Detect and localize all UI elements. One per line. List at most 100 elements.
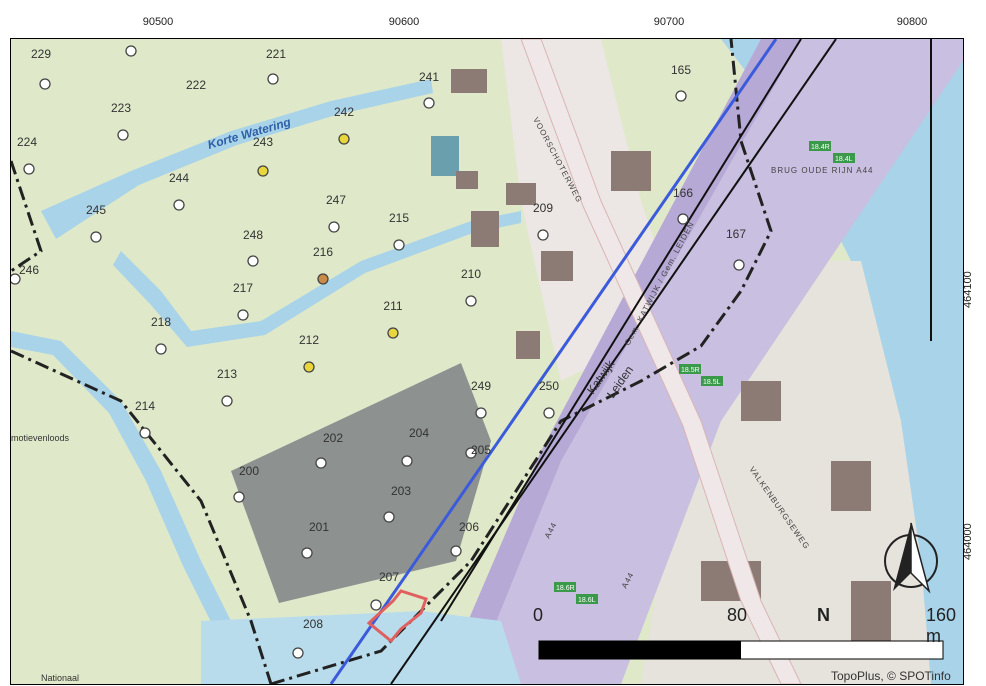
point-214[interactable]: 214 [135, 399, 155, 439]
point-marker [173, 199, 185, 211]
building-1 [451, 69, 487, 93]
point-label: 250 [539, 379, 559, 393]
point-217[interactable]: 217 [233, 281, 253, 321]
sign-box [809, 141, 831, 151]
points-layer: 229 221 222 223 224 241 165 242 243 244 245 246 247 2… [11, 45, 746, 659]
x-tick-90700: 90700 [653, 16, 685, 28]
point-label: 208 [303, 617, 323, 631]
point-label: 243 [253, 135, 273, 149]
point-210[interactable]: 210 [461, 267, 481, 307]
highway-sign-6: 18.6L [578, 597, 596, 604]
scale-label-80: 80 [727, 605, 748, 625]
point-229[interactable]: 229 [31, 47, 51, 90]
point-223[interactable]: 223 [111, 101, 131, 141]
highway-lane [441, 39, 801, 684]
boundary-main [270, 39, 773, 684]
boundary-left [11, 349, 273, 684]
point-label: 242 [334, 105, 354, 119]
highway-sign-3: 18.5R [681, 367, 700, 374]
point-209[interactable]: 209 [533, 201, 553, 241]
point-label: 206 [459, 520, 479, 534]
point-205[interactable]: 205 [465, 443, 491, 459]
point-marker [233, 491, 245, 503]
point-label: 215 [389, 211, 409, 225]
highway-sign-4: 18.5L [703, 379, 721, 386]
highway-sign-1: 18.4R [811, 144, 830, 151]
point-207[interactable]: 207 [370, 570, 399, 611]
point-202[interactable]: 202 [315, 431, 343, 469]
road-voorschoterweg [520, 39, 802, 684]
point-label: 223 [111, 101, 131, 115]
point-label: 218 [151, 315, 171, 329]
point-marker [303, 361, 315, 373]
point-206[interactable]: 206 [450, 520, 479, 557]
line-blue [329, 39, 778, 684]
point-250[interactable]: 250 [539, 379, 559, 419]
point-244[interactable]: 244 [169, 171, 189, 211]
sign-box [701, 376, 723, 386]
point-label: 229 [31, 47, 51, 61]
point-221[interactable]: 221 [125, 45, 286, 61]
point-label: 249 [471, 379, 491, 393]
point-212[interactable]: 212 [299, 333, 319, 373]
point-245[interactable]: 245 [86, 203, 106, 243]
line-black-1 [390, 39, 837, 684]
canal-korte-watering [41, 79, 433, 239]
point-249[interactable]: 249 [471, 379, 491, 419]
point-204[interactable]: 204 [401, 426, 429, 467]
building-2 [456, 171, 478, 189]
building-6 [541, 251, 573, 281]
point-241[interactable]: 241 [419, 70, 439, 109]
map-frame[interactable]: VOORSCHOTERWEG VALKENBURGSEWEG A44 A44 B… [10, 38, 964, 685]
point-167[interactable]: 167 [726, 227, 746, 271]
point-208[interactable]: 208 [292, 617, 323, 659]
map-credit: TopoPlus, © SPOTinfo [831, 669, 951, 683]
point-215[interactable]: 215 [389, 211, 409, 251]
line-black-2 [440, 39, 802, 622]
building-teal [431, 136, 459, 176]
point-label: 205 [471, 443, 491, 457]
point-248[interactable]: 248 [243, 228, 263, 267]
point-213[interactable]: 213 [217, 367, 237, 407]
point-218[interactable]: 218 [151, 315, 171, 355]
point-label: 212 [299, 333, 319, 347]
highway-a44 [441, 39, 963, 684]
road-label-brug: BRUG OUDE RIJN A44 [771, 166, 873, 175]
building-10 [831, 461, 871, 511]
point-222[interactable]: 222 [186, 73, 279, 92]
point-marker [383, 511, 395, 523]
point-label: 203 [391, 484, 411, 498]
point-203[interactable]: 203 [383, 484, 411, 523]
building-4 [471, 211, 499, 247]
point-marker [423, 97, 435, 109]
point-166[interactable]: 166 [673, 186, 693, 225]
point-201[interactable]: 201 [301, 520, 329, 559]
point-label: 241 [419, 70, 439, 84]
point-marker [237, 309, 249, 321]
point-200[interactable]: 200 [233, 464, 259, 503]
point-242[interactable]: 242 [334, 105, 354, 145]
point-label: 165 [671, 63, 691, 77]
point-211[interactable]: 211 [383, 299, 403, 339]
point-marker [465, 295, 477, 307]
point-216[interactable]: 216 [313, 245, 333, 285]
point-246[interactable]: 246 [11, 263, 39, 285]
point-marker [543, 407, 555, 419]
canal-left [11, 331, 261, 684]
x-tick-90500: 90500 [142, 16, 174, 28]
point-marker [450, 545, 462, 557]
point-marker [677, 213, 689, 225]
point-marker [675, 90, 687, 102]
point-165[interactable]: 165 [671, 63, 691, 102]
point-247[interactable]: 247 [326, 193, 346, 233]
place-label-motievenloods: motievenloods [11, 433, 70, 443]
point-marker [23, 163, 35, 175]
place-label-nationaal: Nationaal [41, 673, 79, 683]
point-marker [11, 273, 21, 285]
point-243[interactable]: 243 [253, 135, 273, 177]
point-224[interactable]: 224 [17, 135, 37, 175]
point-label: 247 [326, 193, 346, 207]
point-label: 207 [379, 570, 399, 584]
point-marker [393, 239, 405, 251]
point-label: 204 [409, 426, 429, 440]
